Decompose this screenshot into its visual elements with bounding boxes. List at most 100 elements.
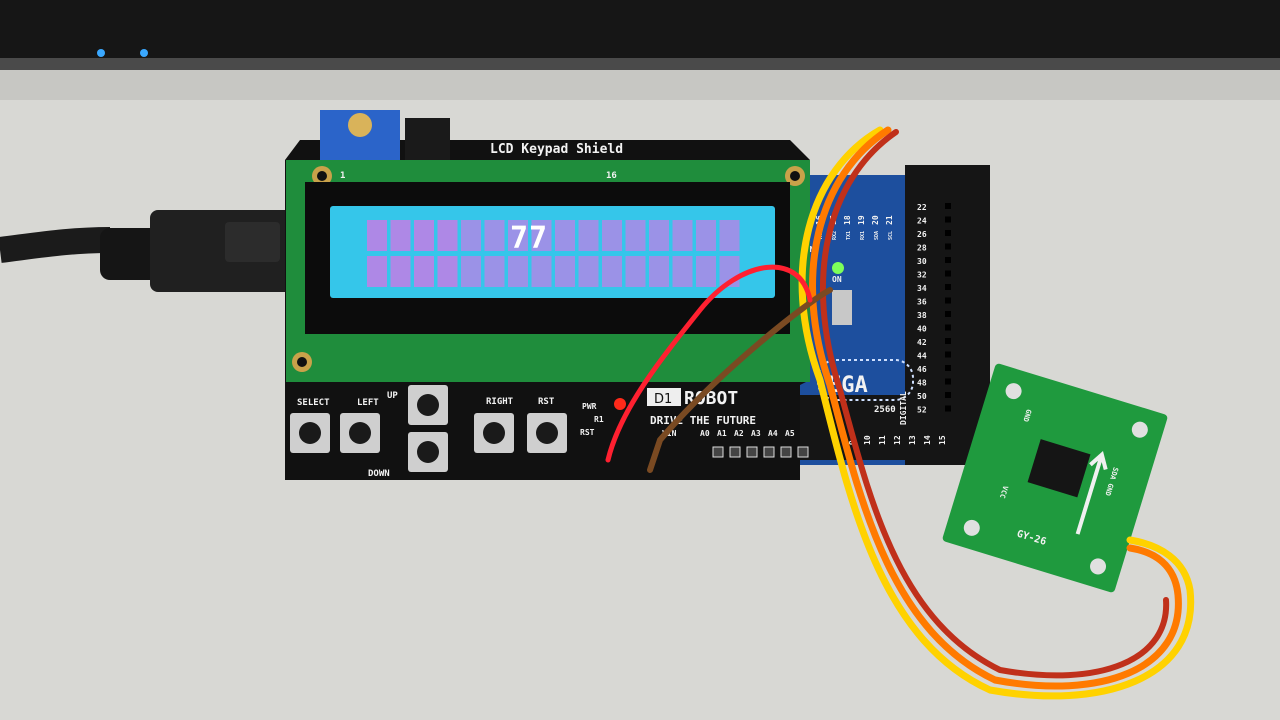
digital-pin-number: 24 [917,217,927,226]
pin-header [405,118,450,160]
digital-pin-number: 40 [917,325,927,334]
lcd-cell [414,220,434,251]
digital-label: DIGITAL [899,391,908,425]
button-cap[interactable] [483,422,505,444]
analog-pin-label: A3 [751,429,761,438]
monitor-led [140,49,148,57]
header-socket [945,365,951,371]
lcd-cell [414,256,434,287]
button-cap[interactable] [417,441,439,463]
brand-box-text: D1 [654,392,672,407]
analog-pin-hole [797,446,809,458]
on-label: ON [832,275,842,284]
digital-pin-number: 26 [917,230,927,239]
bottom-pin-number: 10 [863,435,872,445]
label-rst: RST [538,397,555,407]
label-right: RIGHT [486,397,514,407]
header-socket [945,392,951,398]
lcd-cell [531,220,552,251]
comm-pin-number: 18 [843,215,852,225]
analog-pin-hole [712,446,724,458]
digital-pin-number: 46 [917,365,927,374]
analog-pin-label: A0 [700,429,710,438]
jumper-wires [605,126,1195,700]
lcd-character-grid [367,220,740,287]
digital-pin-number: 38 [917,311,927,320]
north-arrow-icon [1075,451,1108,535]
monitor-led [97,49,105,57]
header-socket [945,351,951,358]
comm-pin-name: RX1 [860,231,866,240]
comm-pin-name: SDA [874,231,880,240]
mega-number: 2560 [874,405,896,415]
header-socket [945,230,951,236]
lcd-cell [602,220,622,251]
label-pwr: PWR [582,402,597,411]
monitor-bezel [0,0,1280,58]
lcd-cell [461,256,481,287]
digital-pin-number: 36 [917,298,927,307]
lcd-cell [367,256,387,287]
comm-pin-name: RX2 [832,231,838,240]
lcd-cell [672,256,693,287]
analog-pin-hole [746,446,758,458]
lcd-cell [696,256,716,287]
header-socket [945,324,951,331]
lcd-cell [437,220,458,251]
gy26-compass-sensor: GY-26 GND VCC SDA GND [942,363,1168,593]
sensor-gnd-label: GND [1021,408,1032,422]
slogan: DRIVE THE FUTURE [650,414,756,427]
on-led [832,262,844,274]
lcd-text: 77 [510,221,548,256]
analog-pin-label: A1 [717,429,727,438]
digital-pin-number: 52 [917,406,927,415]
header-socket [945,243,951,250]
label-left: LEFT [357,398,379,408]
lcd-cell [672,220,693,251]
lcd-cell [719,220,740,251]
lcd-cell [555,220,575,251]
lcd-cell [484,256,505,287]
comm-pin-number: 19 [857,215,866,225]
button-cap[interactable] [536,422,558,444]
lcd-cell [696,220,716,251]
comm-pin-name: TX1 [846,231,852,240]
lcd-cell [367,220,387,251]
arduino-mega-board: EGA 2560 ON ION DIGITAL 16TX217RX218TX11… [790,165,990,465]
digital-pin-number: 28 [917,244,927,253]
lcd-cell [437,256,458,287]
shield-title: LCD Keypad Shield [490,142,623,157]
lcd-cell [555,256,575,287]
header-socket [945,297,951,304]
label-up: UP [387,391,398,401]
pin-end-label: 16 [606,171,617,181]
lcd-cell [649,256,669,287]
comm-pin-number: 21 [885,215,894,225]
analog-pin-label: A4 [768,429,778,438]
keypad: SELECT LEFT UP DOWN RIGHT RST PWR R1 RST… [290,385,809,479]
header-socket [945,216,951,223]
bottom-pin-number: 14 [923,435,932,445]
desk-shadow [0,70,1280,100]
header-socket [945,338,951,344]
lcd-cell [390,256,411,287]
button-cap[interactable] [417,394,439,416]
header-socket [945,405,951,412]
sensor-vcc-label: VCC [998,485,1009,499]
lcd-cell [602,256,622,287]
label-down: DOWN [368,469,390,479]
header-socket [945,284,951,290]
bottom-pin-number: 15 [938,435,947,445]
reset-button [832,290,852,325]
digital-pin-number: 30 [917,257,927,266]
lcd-cell [484,220,505,251]
button-cap[interactable] [299,422,321,444]
analog-pin-hole [763,446,775,458]
digital-pin-number: 32 [917,271,927,280]
analog-pin-label: A5 [785,429,795,438]
brand-box [647,388,681,406]
button-cap[interactable] [349,422,371,444]
label-select: SELECT [297,398,330,408]
lcd-cell [649,220,669,251]
